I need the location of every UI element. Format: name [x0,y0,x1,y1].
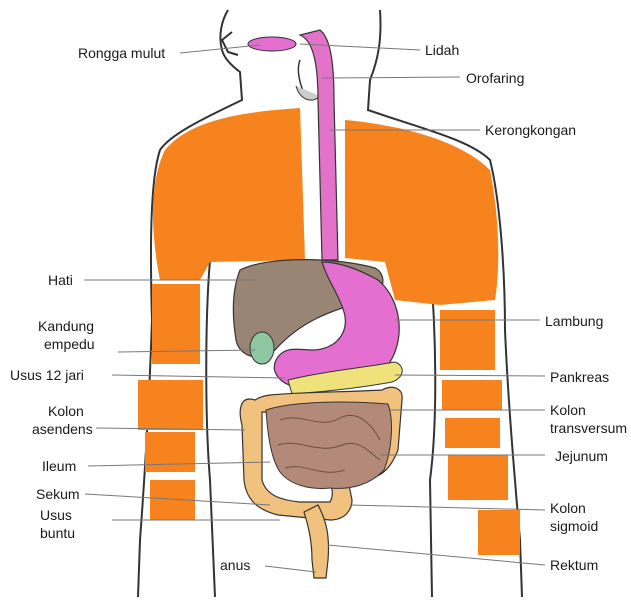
esophagus [300,30,338,260]
label-lidah: Lidah [425,42,459,59]
label-usus-buntu-line1: Usus [40,507,72,524]
label-kandung-empedu-line1: Kandung [38,318,94,335]
label-kolon-transversum-line2: transversum [550,420,631,437]
label-orofaring: Orofaring [466,70,524,87]
label-kolon-sigmoid-line1: Kolon [550,500,586,517]
label-kolon-transversum-line1: Kolon [550,402,586,419]
label-usus-buntu-line2: buntu [40,525,75,542]
label-hati: Hati [48,272,73,289]
label-ileum: Ileum [42,458,76,475]
label-anus: anus [220,557,250,574]
label-usus-12-jari: Usus 12 jari [10,367,84,384]
gallbladder [250,332,274,364]
label-kerongkongan: Kerongkongan [485,122,576,139]
label-sekum: Sekum [36,486,80,503]
small-intestine [266,402,391,488]
label-lambung: Lambung [545,313,603,330]
label-kolon-asendens-line1: Kolon [48,403,84,420]
label-rektum: Rektum [550,557,598,574]
label-jejunum: Jejunum [555,448,608,465]
mouth [248,37,320,100]
label-rongga-mulut: Rongga mulut [78,45,165,62]
label-kolon-sigmoid-line2: sigmoid [550,518,598,535]
label-pankreas: Pankreas [550,369,609,386]
label-kolon-asendens-line2: asendens [32,421,93,438]
label-kandung-empedu-line2: empedu [44,336,95,353]
